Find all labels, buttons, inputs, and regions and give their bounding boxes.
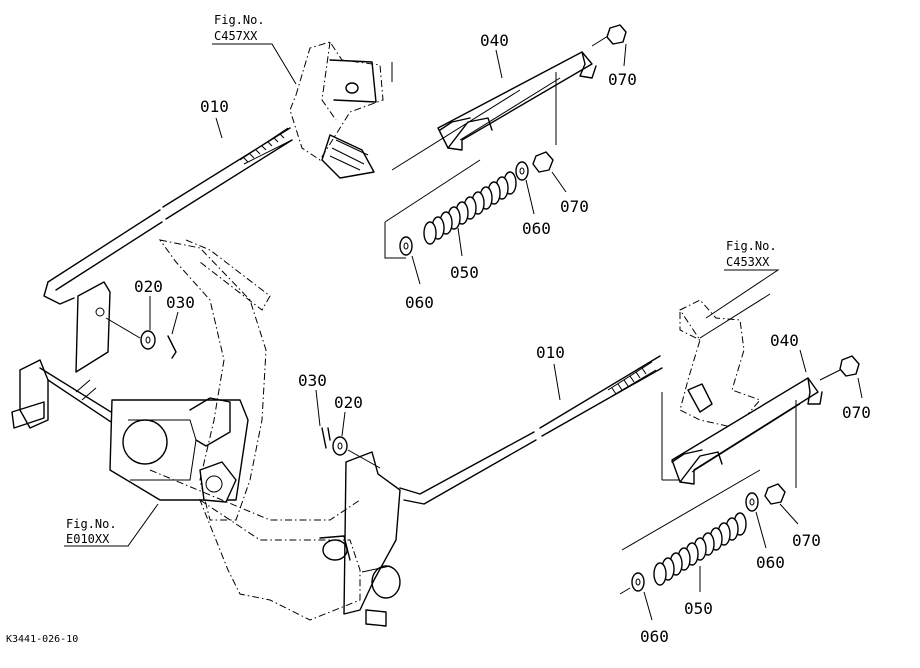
callout-bottom-020: 020 xyxy=(334,393,363,412)
drawing-code: K3441-026-10 xyxy=(6,634,78,645)
lower-lever-040 xyxy=(671,377,823,488)
callout-bottom-060-a: 060 xyxy=(756,553,785,572)
lower-spring-050 xyxy=(621,469,761,586)
callout-labels: 040 070 010 070 060 050 060 020 030 040 … xyxy=(134,31,871,646)
lower-bracket-assembly xyxy=(661,293,771,481)
fig-ref-left-line1: Fig.No. xyxy=(66,517,117,531)
fig-ref-right-line1: Fig.No. xyxy=(726,239,777,253)
callout-bottom-070-b: 070 xyxy=(792,531,821,550)
upper-washer-020-and-pin-030 xyxy=(105,296,179,359)
figure-reference-left[interactable]: Fig.No. E010XX xyxy=(66,517,117,546)
figure-reference-right[interactable]: Fig.No. C453XX xyxy=(726,239,777,269)
fig-ref-top-line2: C457XX xyxy=(214,29,258,43)
callout-top-030: 030 xyxy=(166,293,195,312)
fig-ref-right-line2: C453XX xyxy=(726,255,770,269)
callout-top-070-b: 070 xyxy=(560,197,589,216)
callout-bottom-040: 040 xyxy=(770,331,799,350)
leader-lines xyxy=(64,43,863,621)
lower-washer-020-and-pin-030 xyxy=(315,389,381,469)
upper-spring-050 xyxy=(391,89,521,245)
lower-rod-010 xyxy=(399,355,663,505)
upper-bracket-assembly xyxy=(289,41,393,179)
callout-top-020: 020 xyxy=(134,277,163,296)
lower-washers-and-nut xyxy=(619,483,786,595)
callout-top-060-a: 060 xyxy=(522,219,551,238)
callout-top-050: 050 xyxy=(450,263,479,282)
callout-bottom-050: 050 xyxy=(684,599,713,618)
fig-ref-left-line2: E010XX xyxy=(66,532,110,546)
callout-bottom-010: 010 xyxy=(536,343,565,362)
callout-bottom-060-b: 060 xyxy=(640,627,669,646)
upper-rod-010 xyxy=(43,127,293,305)
pedal-assembly xyxy=(11,239,401,627)
callout-bottom-070-a: 070 xyxy=(842,403,871,422)
lower-nut-070-a xyxy=(819,355,860,381)
callout-top-010: 010 xyxy=(200,97,229,116)
callout-top-040: 040 xyxy=(480,31,509,50)
upper-washers-and-nut xyxy=(384,72,557,259)
callout-top-060-b: 060 xyxy=(405,293,434,312)
figure-reference-top[interactable]: Fig.No. C457XX xyxy=(214,13,265,43)
callout-bottom-030: 030 xyxy=(298,371,327,390)
upper-lever-040 xyxy=(437,51,597,151)
upper-nut-070-a xyxy=(591,24,627,47)
fig-ref-top-line1: Fig.No. xyxy=(214,13,265,27)
callout-top-070-a: 070 xyxy=(608,70,637,89)
